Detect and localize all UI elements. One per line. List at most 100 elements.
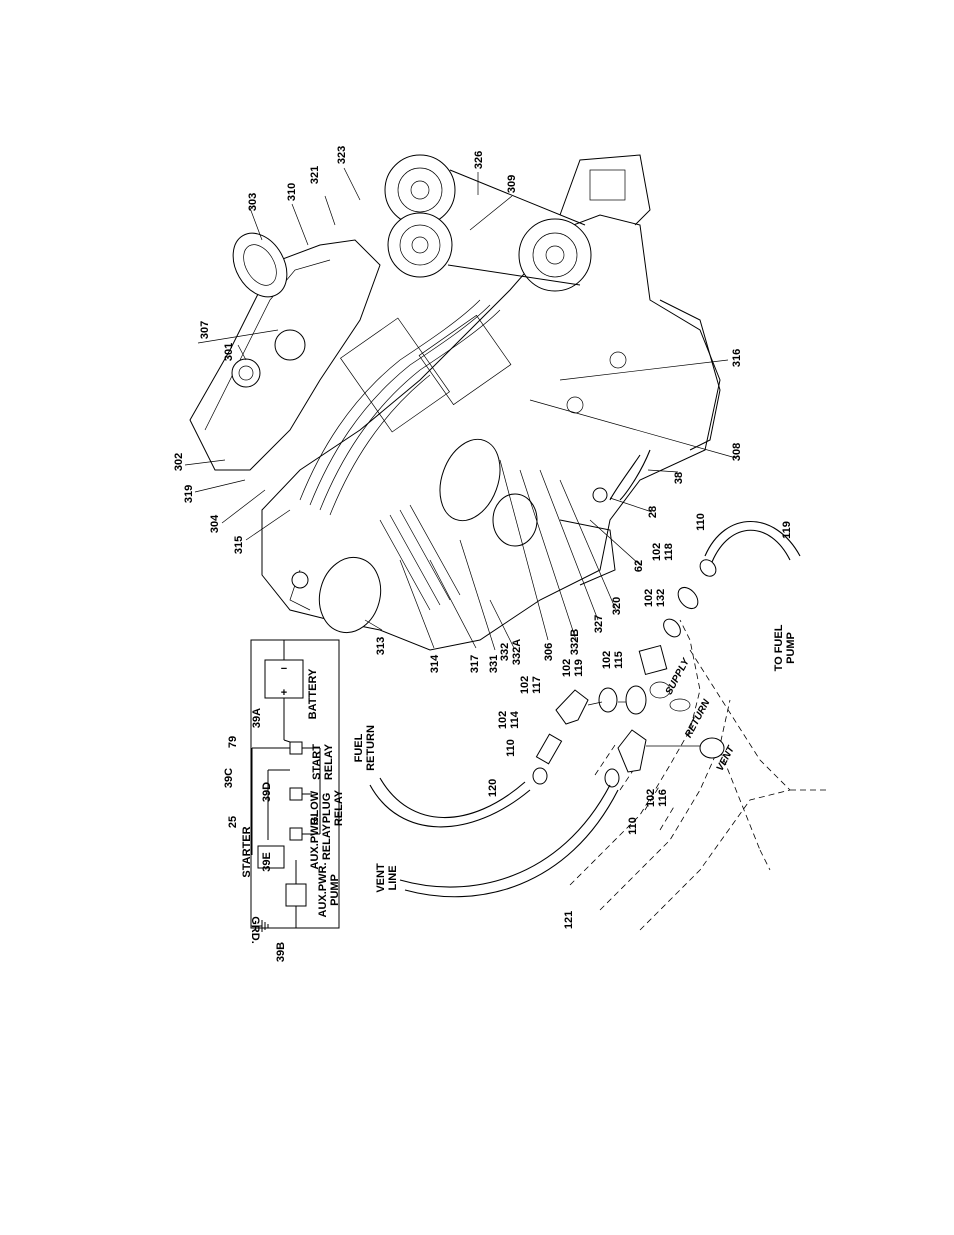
callout-303: 303 <box>247 193 259 211</box>
callout-28: 28 <box>647 506 659 518</box>
return-label: RETURN <box>683 697 713 740</box>
callout-119: 119 <box>781 521 793 539</box>
fitting-118 <box>677 586 699 610</box>
callout-115: 115 <box>613 651 625 669</box>
starter-motor <box>439 438 501 522</box>
hose-38 <box>619 449 651 501</box>
callout-39b: 39B <box>275 942 287 962</box>
wiring-schematic: − + BATTERY START RELAY <box>223 639 345 962</box>
glow-plug-relay-line1: GLOW <box>309 790 321 825</box>
elbow-116 <box>617 729 647 773</box>
callout-323: 323 <box>336 146 348 164</box>
callout-110-c: 110 <box>627 817 639 835</box>
lower-bracket <box>559 519 616 586</box>
callout-121: 121 <box>563 911 575 929</box>
mount-bracket <box>559 154 651 226</box>
fitting-callouts: 102 132 102 118 110 119 102 115 102 119 … <box>487 513 793 929</box>
callout-39c: 39C <box>223 768 235 788</box>
callout-317: 317 <box>469 655 481 673</box>
glow-plug-relay-symbol <box>289 787 303 801</box>
fuel-filter <box>318 556 382 634</box>
callout-38: 38 <box>673 472 685 484</box>
callout-116: 116 <box>657 789 669 807</box>
callout-118: 118 <box>663 543 675 561</box>
aux-pwr-relay-line2: RELAY <box>321 823 333 860</box>
callout-314: 314 <box>429 654 441 673</box>
fuel-return-line1: FUEL <box>353 733 365 762</box>
aux-pwr-relay-line1: AUX.PWR. <box>309 815 321 870</box>
glow-plug-relay-line3: RELAY <box>333 789 345 826</box>
callout-313: 313 <box>375 637 387 655</box>
middle-pulley <box>387 212 453 278</box>
fitting-115 <box>625 685 647 715</box>
callout-119-b: 119 <box>573 659 585 677</box>
callout-307: 307 <box>199 321 211 339</box>
callout-320: 320 <box>611 597 623 615</box>
oil-cap <box>231 358 261 388</box>
start-relay-symbol <box>289 741 303 755</box>
starter-symbol <box>257 845 285 869</box>
callout-102-e: 102 <box>519 676 531 694</box>
battery-minus: − <box>281 663 287 675</box>
callout-102-f: 102 <box>497 711 509 729</box>
callout-321: 321 <box>309 166 321 184</box>
callout-120: 120 <box>487 779 499 797</box>
schematic-frame <box>250 639 340 929</box>
drive-belt <box>447 169 586 286</box>
aux-pwr-pump-line1: AUX.PWR. <box>317 863 329 918</box>
callout-327: 327 <box>593 615 605 633</box>
aux-pwr-pump-symbol <box>285 883 307 907</box>
vent-hose-121 <box>399 784 611 888</box>
callout-102-d: 102 <box>561 659 573 677</box>
solenoid <box>492 493 538 547</box>
callout-306: 306 <box>543 643 555 661</box>
glow-plug-relay-line2: PLUG <box>321 793 333 824</box>
clamp-110-mid <box>532 767 548 785</box>
callout-332b: 332B <box>569 629 581 655</box>
fitting-119 <box>598 687 618 713</box>
callout-309: 309 <box>506 175 518 193</box>
callout-332: 332 <box>499 643 511 661</box>
callout-110-b: 110 <box>505 739 517 757</box>
to-fuel-pump-line1: TO FUEL <box>773 624 785 671</box>
callout-310: 310 <box>286 183 298 201</box>
callout-39e: 39E <box>261 852 273 872</box>
elbow-117 <box>555 689 589 725</box>
engine-illustration <box>189 154 721 651</box>
crank-pulley <box>518 218 592 292</box>
vent-line-line1: VENT <box>375 863 387 893</box>
ground-label: GRD. <box>249 916 261 944</box>
clamp-110-low <box>604 768 620 788</box>
callout-315: 315 <box>233 536 245 554</box>
clamp-110-top <box>699 559 717 577</box>
callout-25: 25 <box>227 816 239 828</box>
to-fuel-pump-line2: PUMP <box>785 632 797 664</box>
supply-bulkhead <box>638 644 668 676</box>
fitting-28 <box>592 487 608 503</box>
callout-326: 326 <box>473 151 485 169</box>
starter-label: STARTER <box>241 826 253 877</box>
callout-304: 304 <box>209 514 221 533</box>
callout-79: 79 <box>227 736 239 748</box>
leader-lines <box>184 167 737 651</box>
side-bracket <box>659 299 721 451</box>
vent-port <box>699 737 725 759</box>
callout-39d: 39D <box>261 782 273 802</box>
start-relay-line2: RELAY <box>323 743 335 780</box>
callout-102-c: 102 <box>601 651 613 669</box>
fuel-fittings <box>532 559 725 788</box>
callout-302: 302 <box>173 453 185 471</box>
battery-plus: + <box>281 687 287 699</box>
callout-132: 132 <box>655 589 667 607</box>
callout-102-b: 102 <box>651 543 663 561</box>
return-hose-120 <box>369 784 531 828</box>
callout-39a: 39A <box>251 708 263 728</box>
callout-62: 62 <box>633 560 645 572</box>
fitting-132 <box>663 618 681 638</box>
callout-102-g: 102 <box>645 789 657 807</box>
engine-callouts: 301 307 303 310 321 323 326 309 302 319 … <box>173 146 743 673</box>
fuel-hoses <box>369 521 801 898</box>
nipple-114 <box>535 733 563 765</box>
callout-114: 114 <box>509 710 521 729</box>
